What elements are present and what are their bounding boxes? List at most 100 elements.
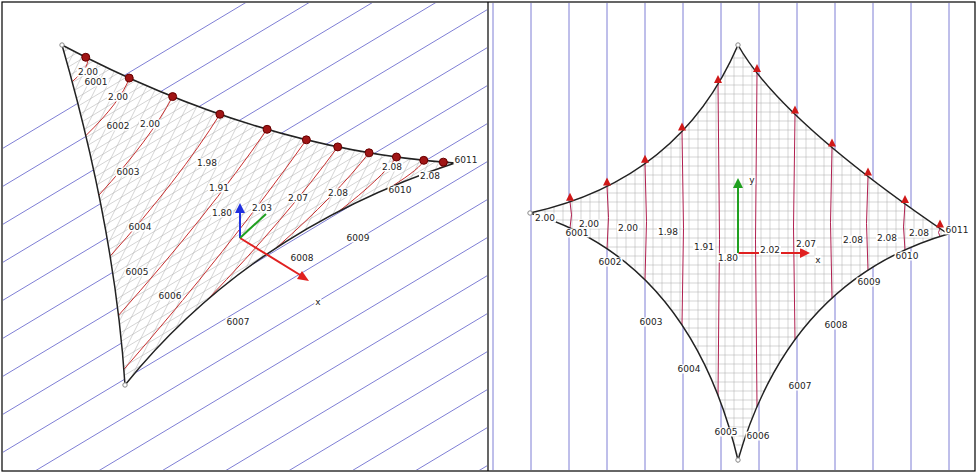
- ground-line: [493, 3, 494, 470]
- mesh-line: [3, 429, 487, 470]
- mesh-line: [489, 292, 974, 293]
- mesh-line: [707, 3, 708, 470]
- mesh-line: [489, 409, 974, 410]
- seam-marker: [566, 193, 574, 201]
- mesh-line: [3, 312, 487, 470]
- mesh-line: [240, 3, 487, 470]
- mesh-line: [833, 3, 834, 470]
- mesh-line: [50, 3, 300, 470]
- seam-marker: [302, 136, 310, 144]
- seam-marker: [864, 167, 872, 175]
- mesh-line: [489, 445, 974, 446]
- mesh-line: [779, 3, 780, 470]
- mesh-line: [3, 3, 487, 117]
- mesh-line: [489, 166, 974, 167]
- ground-line: [3, 426, 487, 470]
- mesh-line: [489, 103, 974, 104]
- mesh-line: [210, 3, 460, 470]
- seam-marker: [216, 110, 224, 118]
- seam-number: 6010: [895, 252, 920, 261]
- seam-number: 6007: [788, 382, 813, 391]
- seam-number: 6011: [454, 156, 479, 165]
- mesh-grid: [3, 3, 487, 470]
- width-value: 2.00: [77, 68, 99, 77]
- mesh-line: [959, 3, 960, 470]
- z-arrowhead: [235, 203, 245, 213]
- mesh-line: [3, 330, 487, 470]
- width-value: 2.07: [287, 194, 309, 203]
- mesh-line: [3, 3, 40, 470]
- seam-number: 6009: [857, 278, 882, 287]
- seam-marker: [439, 158, 447, 166]
- x-arrowhead: [800, 248, 810, 258]
- mesh-line: [489, 283, 974, 284]
- mesh-line: [3, 69, 487, 369]
- mesh-line: [3, 267, 487, 470]
- mesh-line: [489, 391, 974, 392]
- mesh-line: [190, 3, 440, 470]
- mesh-line: [3, 3, 130, 470]
- mesh-line: [180, 3, 430, 470]
- width-value: 2.00: [107, 93, 129, 102]
- mesh-line: [489, 157, 974, 158]
- width-value: 2.00: [139, 120, 161, 129]
- corner-point: [736, 43, 740, 47]
- mesh-line: [230, 3, 480, 470]
- mesh-line: [3, 3, 487, 171]
- mesh-line: [470, 3, 487, 470]
- mesh-line: [3, 3, 240, 470]
- corner-point: [123, 383, 127, 387]
- seam-marker: [714, 75, 722, 83]
- seam-number: 6009: [346, 234, 371, 243]
- width-value: 1.98: [657, 228, 679, 237]
- membrane-surface: [62, 45, 455, 385]
- mesh-line: [500, 3, 501, 470]
- mesh-line: [489, 346, 974, 347]
- mesh-line: [489, 463, 974, 464]
- mesh-line: [3, 456, 487, 470]
- mesh-line: [3, 3, 10, 470]
- mesh-line: [90, 3, 340, 470]
- mesh-line: [3, 348, 487, 470]
- mesh-line: [280, 3, 487, 470]
- width-value: 2.08: [842, 236, 864, 245]
- seam-line: [570, 202, 572, 228]
- mesh-line: [110, 3, 360, 470]
- mesh-line: [3, 3, 50, 470]
- mesh-line: [698, 3, 699, 470]
- mesh-line: [3, 393, 487, 470]
- seam-line: [207, 147, 338, 300]
- seam-marker: [420, 156, 428, 164]
- mesh-line: [489, 139, 974, 140]
- mesh-line: [3, 3, 487, 198]
- width-value: 1.91: [208, 184, 230, 193]
- mesh-line: [330, 3, 487, 470]
- mesh-line: [3, 3, 487, 297]
- mesh-line: [563, 3, 564, 470]
- mesh-line: [489, 364, 974, 365]
- mesh-line: [3, 3, 110, 470]
- y-axis: [240, 214, 266, 238]
- mesh-line: [3, 3, 487, 54]
- mesh-line: [3, 168, 487, 468]
- mesh-line: [3, 3, 100, 470]
- mesh-line: [932, 3, 933, 470]
- seam-line: [124, 140, 306, 370]
- mesh-line: [3, 3, 487, 36]
- mesh-line: [3, 3, 487, 45]
- mesh-line: [489, 418, 974, 419]
- mesh-line: [644, 3, 645, 470]
- ground-line: [3, 274, 487, 470]
- mesh-line: [617, 3, 618, 470]
- mesh-line: [489, 274, 974, 275]
- mesh-line: [200, 3, 450, 470]
- mesh-line: [489, 355, 974, 356]
- seam-line: [904, 204, 906, 250]
- mesh-line: [3, 3, 120, 470]
- mesh-line: [460, 3, 487, 470]
- mesh-line: [3, 213, 487, 470]
- ground-line: [3, 388, 487, 470]
- mesh-line: [3, 3, 487, 288]
